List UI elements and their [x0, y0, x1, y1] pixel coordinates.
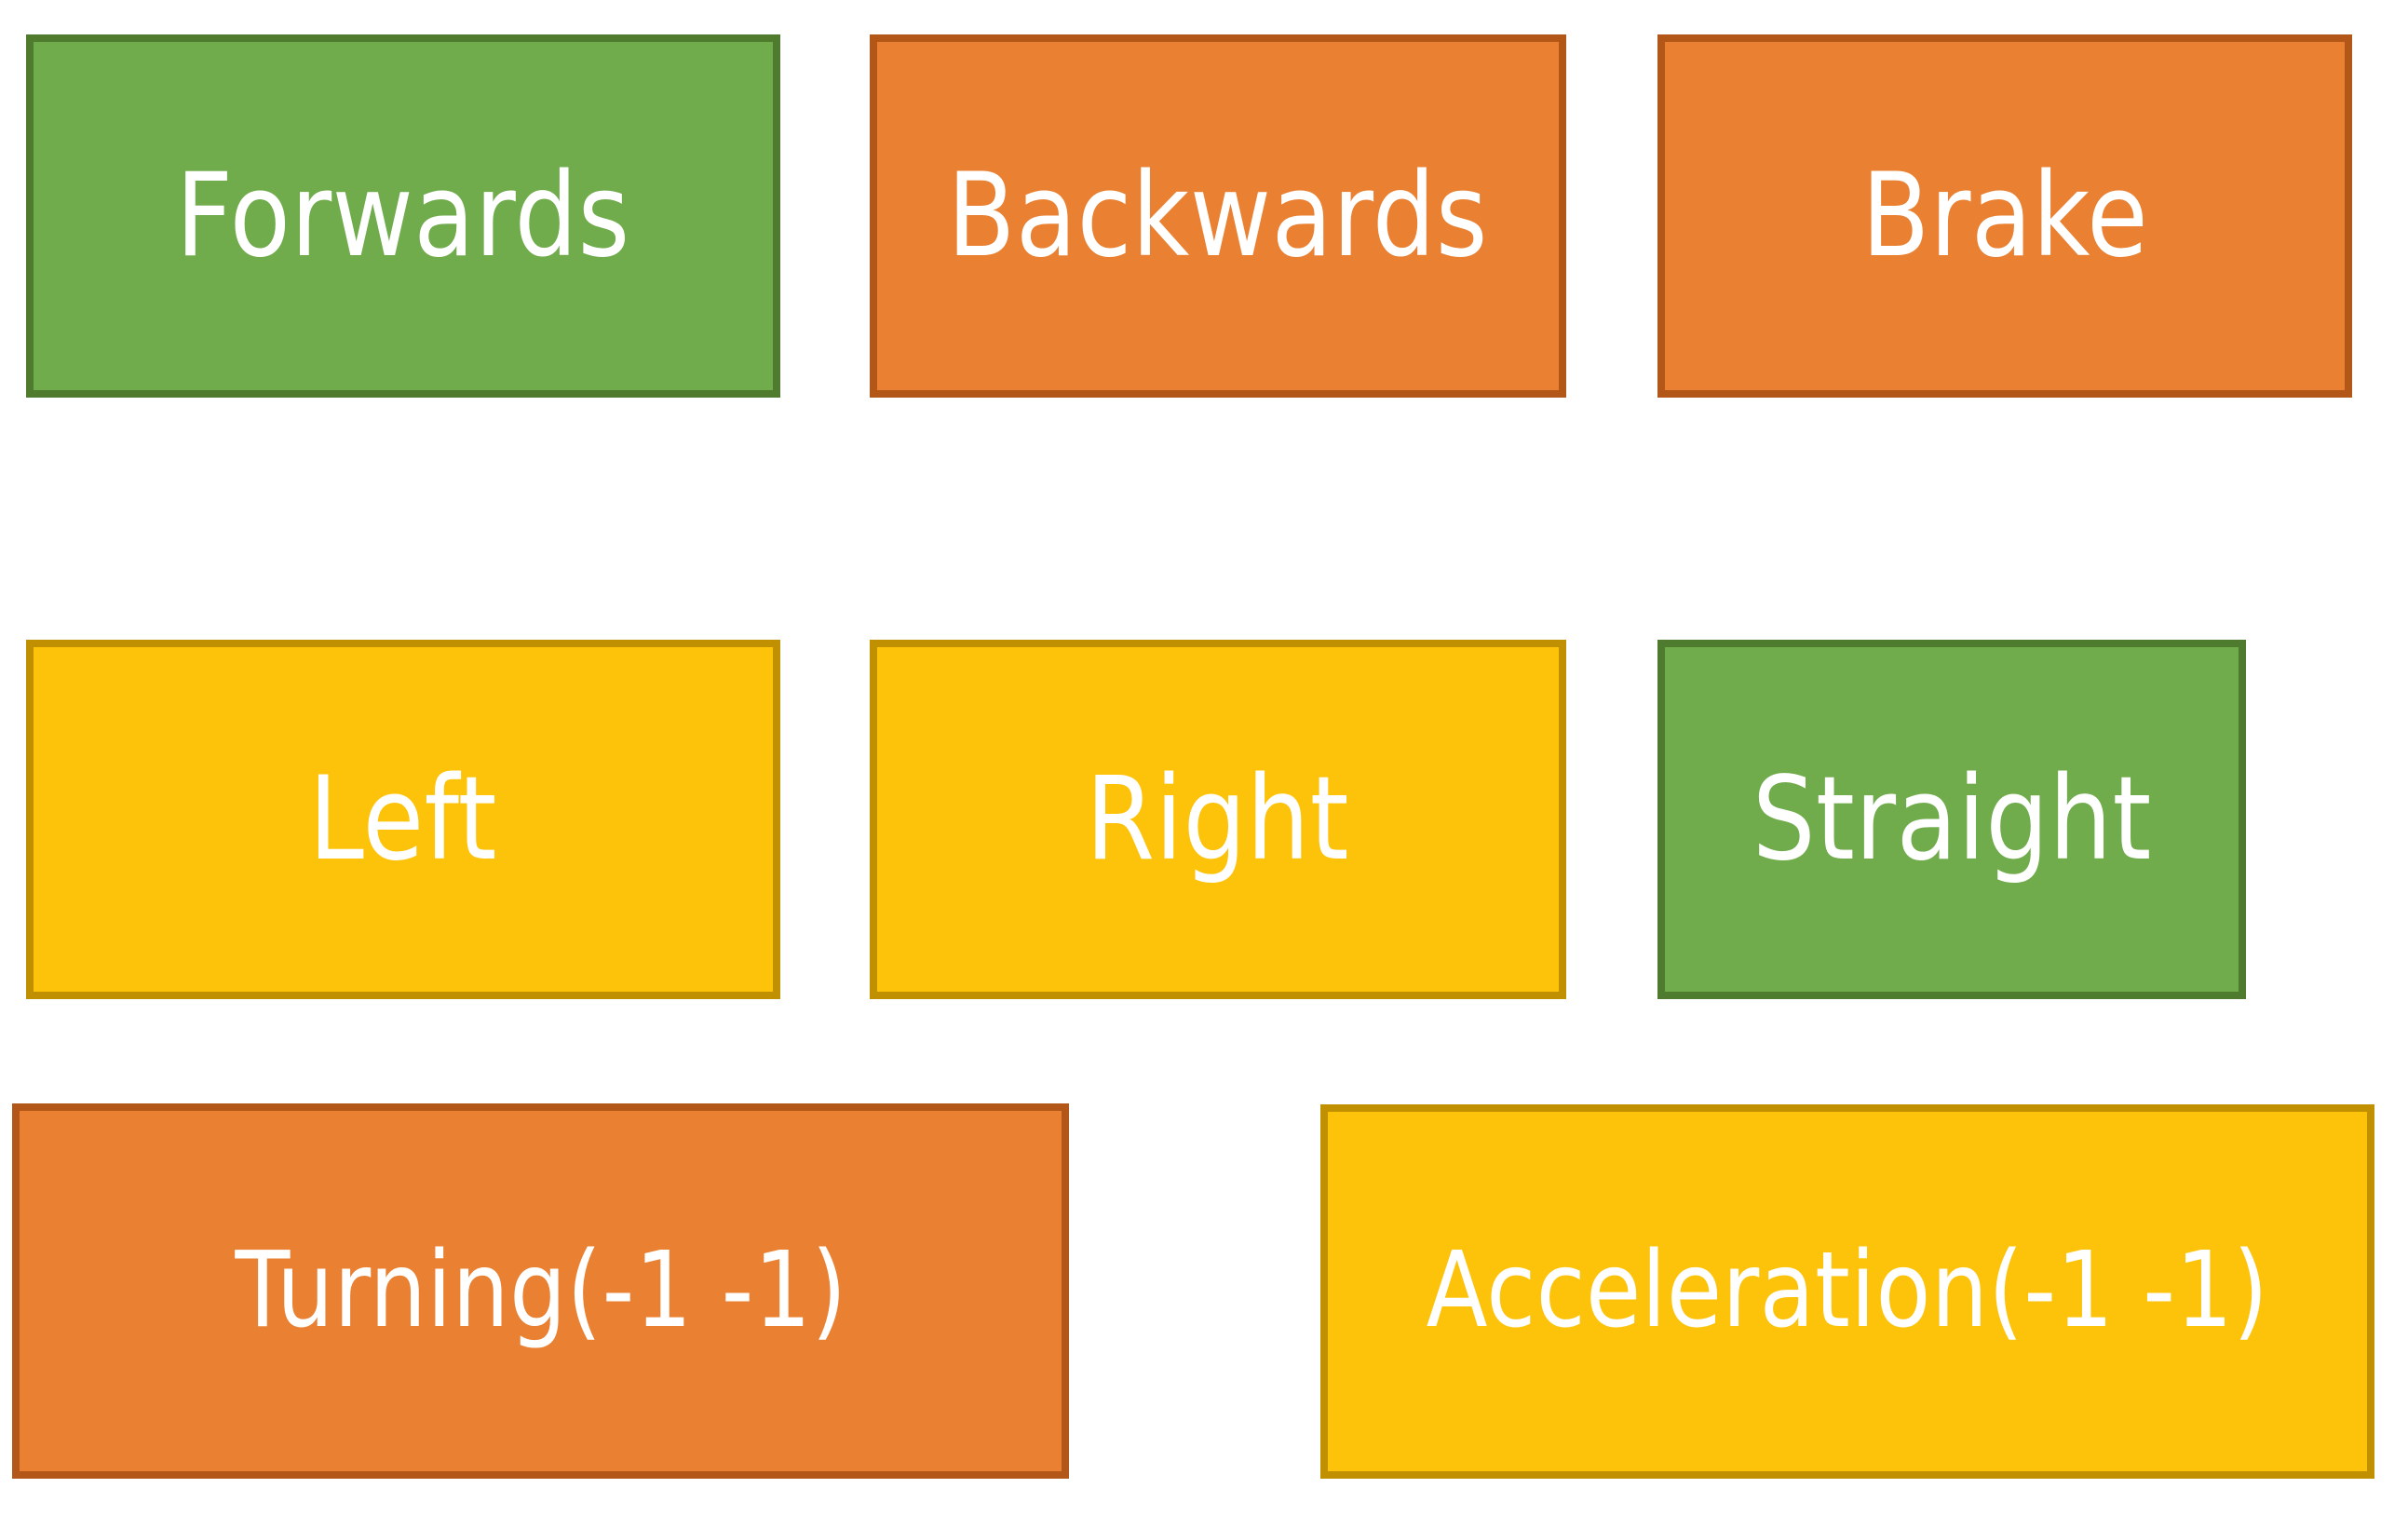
action-box-left-label: Left	[308, 751, 498, 886]
action-box-acceleration[interactable]: Acceleration(-1 -1)	[1320, 1104, 2374, 1479]
action-box-brake-label: Brake	[1860, 148, 2149, 283]
action-box-forwards[interactable]: Forwards	[26, 34, 780, 398]
action-box-forwards-label: Forwards	[176, 148, 630, 283]
action-box-straight-label: Straight	[1752, 751, 2152, 886]
action-box-backwards-label: Backwards	[947, 148, 1489, 283]
action-box-backwards[interactable]: Backwards	[870, 34, 1566, 398]
action-box-right-label: Right	[1086, 751, 1350, 886]
action-box-acceleration-label: Acceleration(-1 -1)	[1426, 1230, 2269, 1352]
action-box-turning-label: Turning(-1 -1)	[234, 1229, 847, 1351]
action-box-turning[interactable]: Turning(-1 -1)	[12, 1103, 1069, 1479]
action-box-right[interactable]: Right	[870, 640, 1566, 999]
action-box-left[interactable]: Left	[26, 640, 780, 999]
action-box-brake[interactable]: Brake	[1657, 34, 2352, 398]
action-box-straight[interactable]: Straight	[1657, 640, 2246, 999]
